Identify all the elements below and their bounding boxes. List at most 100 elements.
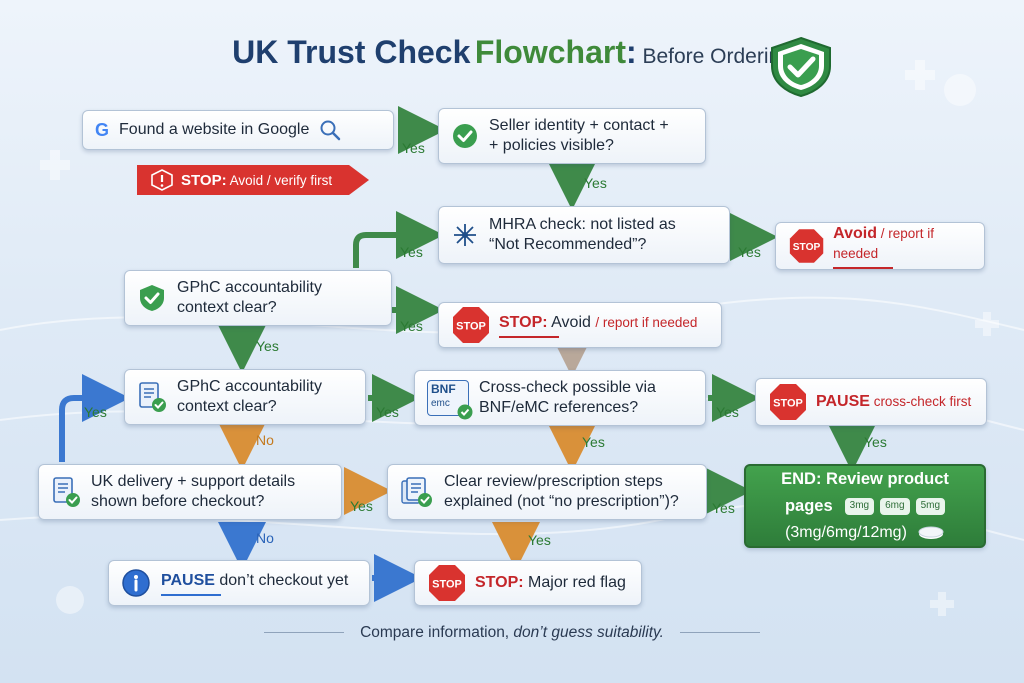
node-bnf-line1: Cross-check possible via: [479, 379, 656, 396]
bnf-badge-text: BNF: [431, 382, 456, 396]
dose-pill-6mg: 6mg: [880, 498, 910, 515]
label-review-stop3: Yes: [528, 532, 551, 548]
stop3-rest: Major red flag: [523, 574, 626, 591]
avoid1-underline: [833, 266, 894, 269]
check-icon: [457, 404, 473, 420]
node-bnf-line2: BNF/eMC references?: [479, 399, 639, 416]
search-icon: [320, 120, 341, 141]
mhra-icon: [454, 224, 476, 246]
pause2-rest: don’t checkout yet: [214, 571, 349, 589]
pill-icon: [918, 526, 944, 539]
node-end-review-product[interactable]: END: Review product pages 3mg 6mg 5mg (3…: [744, 464, 986, 548]
emc-badge-text: emc: [431, 398, 450, 410]
end-line3: (3mg/6mg/12mg): [785, 523, 907, 541]
end-line2: pages: [784, 497, 833, 515]
node-mhra-check[interactable]: MHRA check: not listed as “Not Recommende…: [438, 206, 730, 264]
node-uk-line2: shown before checkout?: [91, 493, 265, 510]
label-bnf-review: Yes: [582, 434, 605, 450]
label-gphc1-mhra: Yes: [400, 244, 423, 260]
shield-check-icon: [771, 36, 831, 98]
stop-banner-bold: STOP:: [181, 171, 227, 189]
stop-banner-text: Avoid / verify first: [226, 172, 333, 188]
check-shield-icon: [453, 124, 477, 148]
label-google-seller: Yes: [402, 140, 425, 156]
footer-divider-left: [263, 632, 344, 634]
node-gphc-context-1[interactable]: GPhC accountability context clear?: [124, 270, 392, 326]
node-gphc1-line2: context clear?: [177, 299, 277, 316]
label-bnf-pause: Yes: [716, 404, 739, 420]
dose-pill-3mg: 3mg: [844, 498, 875, 515]
node-stop-major-red-flag[interactable]: STOP STOP: Major red flag: [414, 560, 642, 606]
document-check-icon: [53, 477, 80, 507]
end-line1: END: Review product: [781, 470, 949, 489]
pause1-bold: PAUSE: [816, 393, 870, 410]
stop-sign-icon: STOP: [770, 384, 806, 420]
label-gphc2-uk: No: [256, 432, 274, 448]
node-mhra-line2: “Not Recommended”?: [489, 236, 647, 253]
stop-sign-text: STOP: [456, 321, 486, 333]
label-gphc1-gphc2: Yes: [256, 338, 279, 354]
bnf-emc-badge: BNF emc: [427, 380, 473, 420]
stop2-mid: Avoid: [547, 313, 596, 331]
node-seller-line2: + policies visible?: [489, 137, 614, 154]
label-pause-end: Yes: [864, 434, 887, 450]
title-part-3: Before Ordering: [636, 45, 792, 68]
diagram-title: UK Trust Check Flowchart: Before Orderin…: [0, 34, 1024, 71]
node-mhra-line1: MHRA check: not listed as: [489, 216, 676, 233]
pause2-underline: [161, 593, 221, 596]
node-gphc2-line2: context clear?: [177, 398, 277, 415]
stop2-bold: STOP:: [499, 313, 548, 331]
node-avoid-report[interactable]: STOP Avoid / report if needed: [775, 222, 985, 270]
google-g-icon: G: [95, 119, 110, 140]
stop-sign-icon: STOP: [789, 229, 824, 263]
end-doses-row: (3mg/6mg/12mg): [785, 523, 945, 543]
node-pause-crosscheck[interactable]: STOP PAUSE cross-check first: [755, 378, 987, 426]
node-found-website[interactable]: G Found a website in Google: [82, 110, 394, 150]
avoid1-rest: / report if needed: [833, 225, 934, 261]
warning-icon: [151, 169, 173, 191]
title-colon: :: [625, 34, 637, 70]
stop3-bold: STOP:: [475, 574, 524, 591]
info-icon: [122, 569, 150, 597]
footer-divider-right: [680, 632, 761, 634]
stop-avoid-verify-banner[interactable]: STOP: Avoid / verify first: [137, 163, 371, 197]
node-seller-identity[interactable]: Seller identity + contact + + policies vi…: [438, 108, 706, 164]
node-stop-avoid-report[interactable]: STOP STOP: Avoid / report if needed: [438, 302, 722, 348]
label-mhra-avoid: Yes: [738, 244, 761, 260]
pause1-rest: cross-check first: [869, 394, 972, 409]
pause2-bold: PAUSE: [161, 571, 215, 589]
document-check-icon: [139, 382, 166, 412]
title-part-2: Flowchart: [474, 34, 626, 70]
node-seller-line1: Seller identity + contact +: [489, 117, 669, 134]
stop2-rest: / report if needed: [595, 314, 698, 330]
node-review-line1: Clear review/prescription steps: [444, 473, 663, 490]
node-found-website-text: Found a website in Google: [119, 121, 310, 138]
stop-sign-text: STOP: [432, 579, 462, 591]
stop-sign-text: STOP: [773, 398, 803, 410]
footer-emphasis: don’t guess suitability.: [513, 624, 664, 641]
stop-sign-text: STOP: [793, 242, 821, 253]
label-seller-mhra: Yes: [584, 175, 607, 191]
stop-sign-icon: STOP: [429, 565, 465, 601]
check-shield-icon: [140, 285, 164, 311]
title-part-1: UK Trust Check: [232, 34, 471, 70]
footer-note: Compare information, don’t guess suitabi…: [0, 624, 1024, 642]
label-gphc2-bnf: Yes: [376, 404, 399, 420]
dose-pill-5mg: 5mg: [915, 498, 946, 515]
node-gphc1-line1: GPhC accountability: [177, 279, 322, 296]
node-gphc2-line1: GPhC accountability: [177, 378, 322, 395]
documents-check-icon: [401, 477, 432, 507]
label-uk-pause: No: [256, 530, 274, 546]
label-uk-review: Yes: [350, 498, 373, 514]
node-pause-dont-checkout[interactable]: PAUSE don’t checkout yet: [108, 560, 370, 606]
label-review-end: Yes: [712, 500, 735, 516]
stop-sign-icon: STOP: [453, 307, 489, 343]
stop2-underline: [499, 335, 559, 338]
label-uk-gphc2: Yes: [84, 404, 107, 420]
avoid1-bold: Avoid: [833, 224, 877, 242]
node-gphc-context-2[interactable]: GPhC accountability context clear?: [124, 369, 366, 425]
label-gphc1-stop2: Yes: [400, 318, 423, 334]
